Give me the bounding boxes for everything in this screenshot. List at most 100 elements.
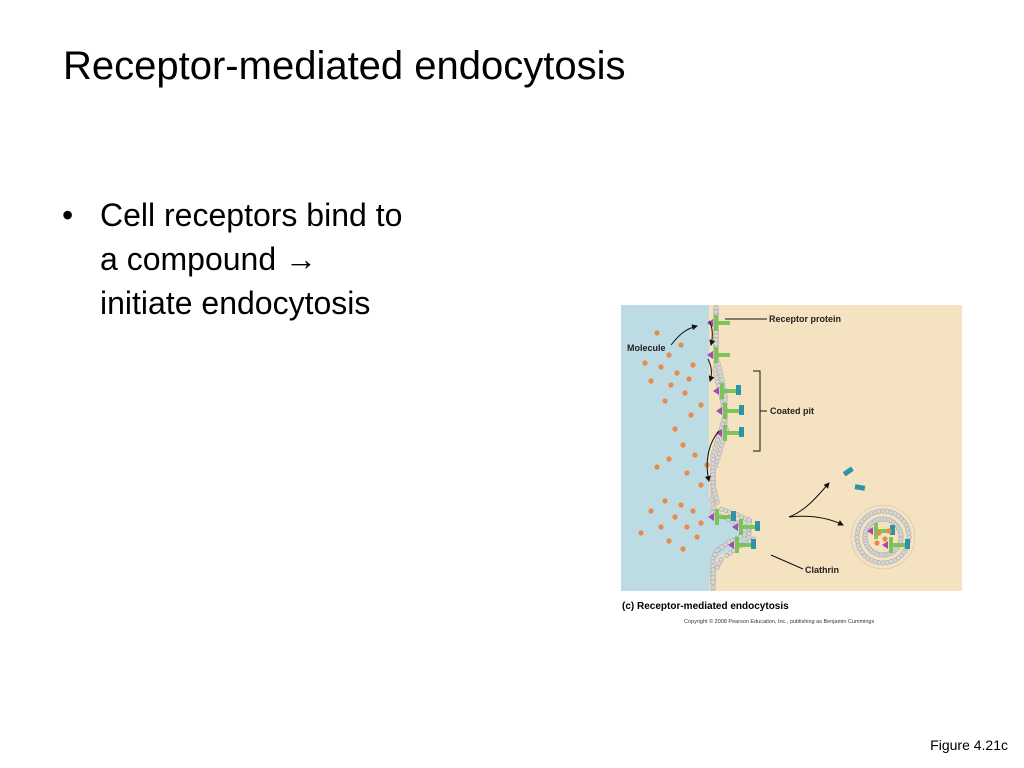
membrane-bead [710,579,716,585]
receptor-arm [743,525,755,529]
molecule-dot [680,546,686,552]
bullet-line-2: a compound → [100,241,318,277]
label-clathrin: Clathrin [805,565,839,575]
clathrin-leader-line [770,554,804,570]
molecule-dot [666,456,672,462]
molecule-dot [688,412,694,418]
molecule-dot [684,524,690,530]
vesicle-outline [850,504,916,570]
receptor-arm [739,543,751,547]
bullet-marker: • [62,197,74,233]
internalized-molecule [876,530,882,536]
slide-title: Receptor-mediated endocytosis [63,44,626,88]
receptor-stem [720,383,724,399]
membrane-bead [722,542,728,548]
molecule-dot [662,398,668,404]
clathrin-coat [739,405,744,415]
receptor-arm [724,389,736,393]
ligand-molecule [732,523,738,531]
figure-number: Figure 4.21c [930,737,1008,753]
membrane-bead [714,547,720,554]
free-clathrin-1 [842,466,854,477]
molecule-dot [698,520,704,526]
molecule-dot [658,524,664,530]
bullet-list: • Cell receptors bind to a compound → in… [62,193,502,325]
internalized-molecule [874,540,880,546]
molecule-dot [678,502,684,508]
molecule-dot [648,378,654,384]
clathrin-coat [755,521,760,531]
receptor-stem [735,537,739,553]
process-arrow-2 [707,358,715,382]
endocytosis-diagram: Receptor protein Molecule Coated pit Cla… [621,305,962,591]
molecule-dot [698,482,704,488]
ligand-molecule [707,351,713,359]
receptor-arm [893,543,905,547]
receptor-arm [878,529,890,533]
molecule-dot [654,464,660,470]
membrane-bead [727,550,733,556]
receptor-arm [727,431,739,435]
receptor-stem [714,315,718,331]
internalized-molecule [882,536,888,542]
molecule-dot [684,470,690,476]
receptor-arm [719,515,731,519]
process-arrow-1 [708,320,716,346]
clathrin-coat [890,525,895,535]
receptor-arm [718,321,730,325]
process-arrow-3 [704,430,720,482]
molecule-dot [678,342,684,348]
receptor-arm [718,353,730,357]
membrane-bead [712,551,718,558]
molecule-dot [694,534,700,540]
figure-caption: (c) Receptor-mediated endocytosis [622,601,789,612]
endocytic-vesicle [850,504,916,570]
molecule-dot [680,442,686,448]
ligand-molecule [716,429,722,437]
molecule-dot [658,364,664,370]
vesicle-bead [906,530,912,536]
molecule-dot [642,360,648,366]
vesicle-bead [898,531,904,537]
label-coated-pit: Coated pit [770,406,814,416]
molecule-dot [654,330,660,336]
membrane-bead [710,589,716,591]
molecules [638,330,892,552]
receptor-arm [727,409,739,413]
molecule-dot [672,426,678,432]
ligand-molecule [716,407,722,415]
vesicle-arrow [788,515,844,526]
membrane-bead [714,564,720,571]
receptor-proteins [707,315,910,553]
clathrin-coat [739,427,744,437]
free-clathrin-2 [854,484,866,491]
receptor-stem [874,523,878,539]
membrane-bead [719,544,725,550]
molecule-dot [698,402,704,408]
molecule-dot [672,514,678,520]
molecule-dot [666,538,672,544]
bullet-line-1: Cell receptors bind to [100,197,403,233]
membrane-bead [714,499,720,505]
bullet-text: Cell receptors bind to a compound → init… [100,193,402,325]
membrane-bead [724,552,730,558]
molecule-dot [690,362,696,368]
bullet-item: • Cell receptors bind to a compound → in… [62,193,502,325]
clathrin-coat [751,539,756,549]
molecule-dot [638,530,644,536]
receptor-stem [723,425,727,441]
molecule-dot [668,382,674,388]
clathrin-release-arrow [788,482,830,518]
molecule-dot [682,390,688,396]
label-receptor-protein: Receptor protein [769,314,841,324]
receptor-stem [723,403,727,419]
clathrin-coat [736,385,741,395]
molecule-dot [674,370,680,376]
molecule-arrow [670,324,698,346]
ligand-molecule [728,541,734,549]
ligand-molecule [867,527,873,535]
molecule-dot [686,376,692,382]
molecule-dot [648,508,654,514]
ligand-molecule [882,541,888,549]
membrane-bead [716,560,722,567]
